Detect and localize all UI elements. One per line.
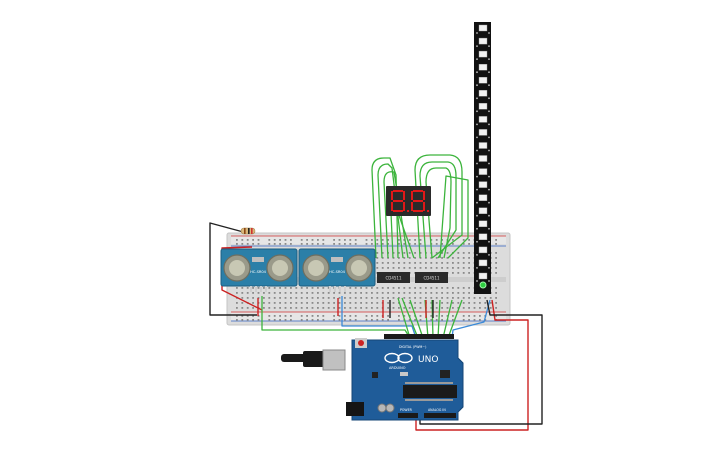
led-strip[interactable] [474,22,491,294]
driver-2-label: CD4511 [423,276,440,281]
strip-led [478,259,488,267]
strip-led [478,246,488,254]
arduino-logo-icon [384,352,413,364]
strip-led [478,142,488,149]
strip-led [478,116,488,123]
board-name-label: UNO [418,355,438,365]
wires [209,154,543,431]
strip-led [478,272,488,280]
ultrasonic-sensor-1[interactable]: HC-SR04 [220,248,298,292]
usb-cable[interactable] [281,349,346,371]
strip-led [478,103,488,110]
display-digits [391,190,429,212]
strip-led [478,207,488,214]
strip-led [478,90,488,97]
arduino-uno-board[interactable]: UNO ARDUINO DIGITAL (PWM~) POWER ANALOG … [281,334,464,421]
strip-led [478,233,488,241]
strip-led [478,50,488,58]
strip-led [478,24,488,32]
power-header-label: POWER [400,408,413,412]
strip-led [478,194,488,201]
board-brand-label: ARDUINO [389,366,406,370]
strip-leds [476,24,490,282]
ultrasonic-sensor-2[interactable]: HC-SR04 [298,248,376,292]
sensor-1-model-label: HC-SR04 [250,270,267,274]
driver-1-label: CD4511 [385,276,402,281]
strip-led [478,220,488,228]
strip-status-led [479,281,487,289]
analog-header-label: ANALOG IN [428,408,446,412]
resistor[interactable] [240,227,256,235]
driver-ic-2[interactable]: CD4511 [415,272,448,283]
strip-led [478,129,488,136]
driver-ic-1[interactable]: CD4511 [377,272,410,283]
digital-header-label: DIGITAL (PWM~) [399,345,426,349]
strip-led [478,155,488,162]
strip-led [478,37,488,45]
sensor-2-model-label: HC-SR04 [329,270,346,274]
strip-led [478,76,488,84]
strip-led [478,63,488,71]
strip-led [478,168,488,175]
strip-led [478,181,488,188]
seven-segment-display[interactable] [386,186,431,216]
